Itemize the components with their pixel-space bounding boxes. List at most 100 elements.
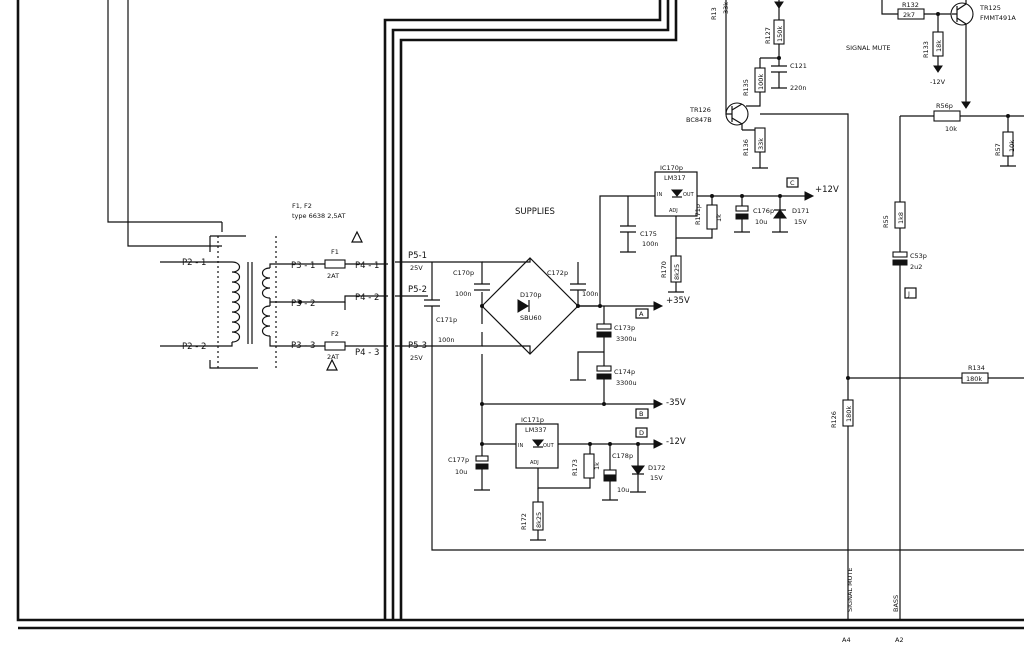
c176-label: C176p [753, 207, 774, 215]
r133-label: R133 [922, 41, 930, 58]
label-p2-1: P2 - 1 [182, 258, 206, 268]
r13x-value: 33k [722, 2, 730, 14]
ic170-pin-in: IN [657, 192, 662, 198]
r127-label: R127 [764, 27, 772, 44]
tag-a [635, 308, 649, 319]
r126-label: R126 [830, 411, 838, 428]
c175-label: C175 [640, 230, 657, 238]
c177-label: C177p [448, 456, 469, 464]
label-p2-2: P2 - 2 [182, 342, 206, 352]
r173-value: 1k [593, 462, 601, 470]
ic170-pin-out: OUT [683, 192, 695, 198]
fuse-f1-symbol [324, 259, 346, 269]
c171-label: C171p [436, 316, 457, 324]
rectifier-section: C170p 100n C171p 100n D170p SBU60 +35V C… [424, 195, 1024, 551]
r127-value: 150k [776, 26, 784, 42]
negative-regulator: C177p 10u IC171p LM337 IN OUT ADJ -12V D… [448, 404, 686, 541]
bass-vertical-label: BASS [892, 595, 900, 612]
r56-pot-symbol [933, 110, 961, 122]
r173-label: R173 [571, 459, 579, 476]
r55-label: R55 [882, 215, 890, 228]
tag-a-text: A [639, 310, 644, 318]
c53-label: C53p [910, 252, 927, 260]
label-p5-2: P5-2 [408, 285, 427, 295]
transformer: P2 - 1 P2 - 2 P3 - 1 P3 - 2 P3 - 3 [160, 222, 315, 369]
ic171-pin-in: IN [518, 443, 523, 449]
d172-value: 15V [650, 474, 663, 482]
r13x-label: R13 [710, 7, 718, 20]
r57-value: 10k [1008, 140, 1016, 152]
r170-label: R170 [660, 261, 668, 278]
r172-label: R172 [520, 513, 528, 530]
fuse-note-line2: type 6638 2,5AT [292, 212, 345, 220]
d170-value: SBU60 [520, 314, 542, 322]
c121-value: 220n [790, 84, 807, 92]
r56-value: 10k [945, 125, 957, 133]
d170-label: D170p [520, 291, 542, 299]
signal-mute-vertical-label: SIGNAL MUTE [846, 567, 854, 612]
r132-label: R132 [902, 1, 919, 9]
c173-label: C173p [614, 324, 635, 332]
connector-a2-label: A2 [895, 636, 904, 644]
connectors: P4 - 1 P4 - 2 P4 - 3 P5-1 25V P5-2 P5-3 … [355, 251, 432, 362]
r172-value: 8k25 [535, 512, 543, 528]
plus12v-label: +12V [815, 185, 839, 195]
c178-label: C178p [612, 452, 633, 460]
label-p5-3-voltage: 25V [410, 354, 423, 362]
fuses: F1, F2 type 6638 2,5AT F1 2AT F2 2AT [292, 202, 388, 371]
fuse-f2-rating: 2AT [327, 353, 339, 361]
warning-triangle-icon [326, 358, 338, 371]
label-p3-1: P3 - 1 [291, 261, 315, 271]
signal-mute-title: SIGNAL MUTE [846, 44, 891, 52]
c172-value: 100n [582, 290, 599, 298]
ic171-pin-out: OUT [543, 443, 555, 449]
r135-value: 100k [757, 74, 765, 90]
c170-value: 100n [455, 290, 472, 298]
tag-j-text: J [907, 290, 910, 298]
fuse-f1-rating: 2AT [327, 272, 339, 280]
label-p4-2: P4 - 2 [355, 293, 379, 303]
c173-value: 3300u [616, 335, 637, 343]
tr126-label: TR126 [689, 106, 711, 114]
r170-value: 8k25 [673, 264, 681, 280]
r134-value: 180k [966, 375, 982, 383]
tag-c [786, 177, 799, 188]
d172-label: D172 [648, 464, 665, 472]
tag-b [635, 408, 649, 419]
r171-label: R171p [694, 204, 702, 225]
mute-circuit: R13 33k R127 150k C121 220n R135 100k TR… [686, 0, 1024, 620]
connector-a4-label: A4 [842, 636, 851, 644]
ic170-type: LM317 [664, 174, 686, 182]
c178-value: 10u [617, 486, 629, 494]
ic171-box [515, 423, 559, 469]
c171-value: 100n [438, 336, 455, 344]
tr125-label: TR125 [979, 4, 1001, 12]
minus12v-label: -12V [666, 437, 686, 447]
tr126-type: BC847B [686, 116, 712, 124]
ic171-label: IC171p [521, 416, 544, 424]
r132-value: 2k7 [903, 11, 915, 19]
minus12v-small-label: -12V [930, 78, 946, 86]
fuse-f2-label: F2 [331, 330, 339, 338]
label-p3-2: P3 - 2 [291, 299, 315, 309]
r133-value: 18k [935, 40, 943, 52]
r126-value: 180k [845, 406, 853, 422]
c172-label: C172p [547, 269, 568, 277]
c174-label: C174p [614, 368, 635, 376]
r134-label: R134 [968, 364, 985, 372]
r135-label: R135 [742, 79, 750, 96]
c53-value: 2u2 [910, 263, 922, 271]
tag-d-text: D [639, 429, 644, 437]
label-p4-3: P4 - 3 [355, 348, 379, 358]
r56-label: R56p [936, 102, 953, 110]
label-p4-1: P4 - 1 [355, 261, 379, 271]
frame-borders [16, 0, 1024, 630]
c170-label: C170p [453, 269, 474, 277]
fuse-f1-label: F1 [331, 248, 339, 256]
fuse-note-line1: F1, F2 [292, 202, 312, 210]
ic171-type: LM337 [525, 426, 547, 434]
bottom-connector-labels: SIGNAL MUTE BASS A4 A2 [842, 567, 904, 644]
r55-value: 1k8 [897, 212, 905, 224]
r136-label: R136 [742, 139, 750, 156]
